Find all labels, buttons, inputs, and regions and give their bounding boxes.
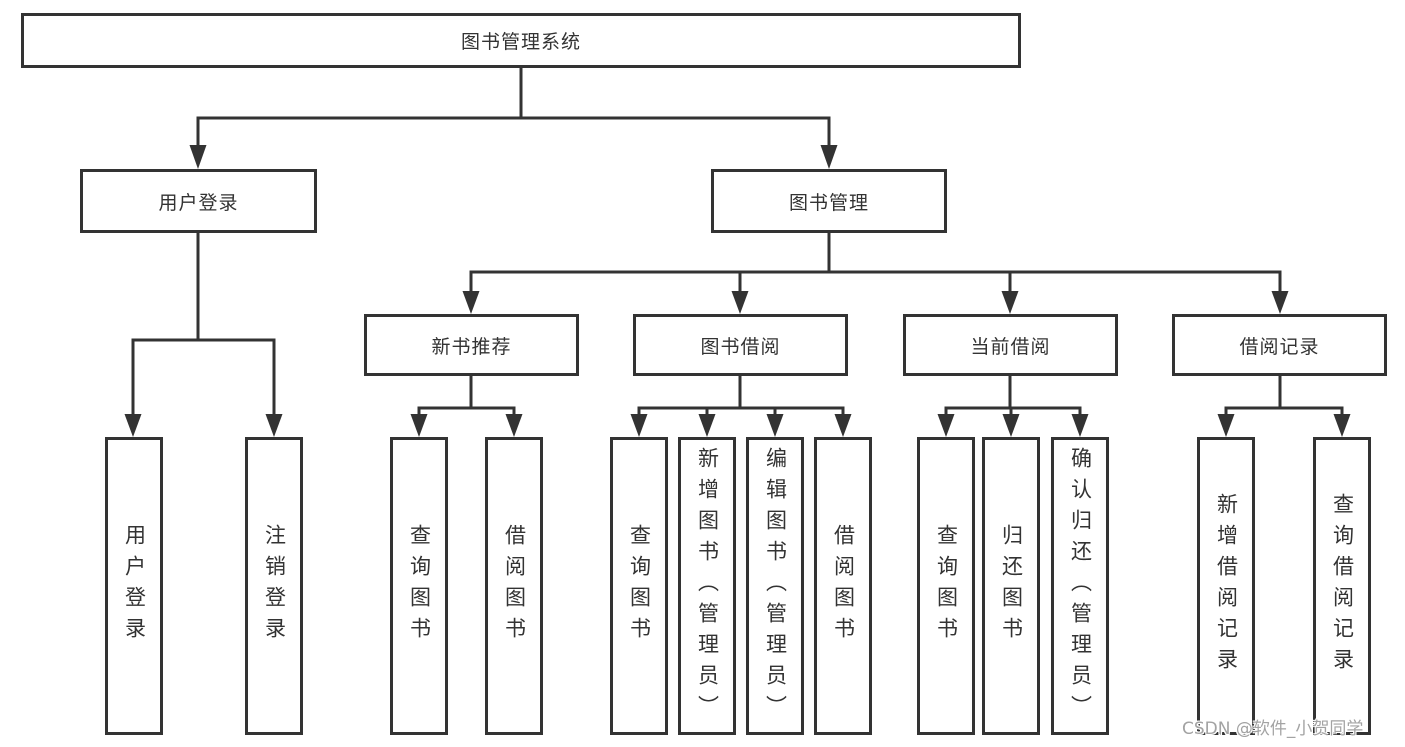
leaf-edit-book-admin: 编辑图书（管理员） (746, 437, 804, 735)
leaf-query-book-current: 查询图书 (917, 437, 975, 735)
connector-user-login-children (124, 233, 283, 437)
connector-book-borrow-children (630, 376, 852, 437)
leaf-borrow-book-recommend: 借阅图书 (485, 437, 543, 735)
connector-book-management-children (462, 233, 1289, 314)
leaf-return-book: 归还图书 (982, 437, 1040, 735)
node-book-management: 图书管理 (711, 169, 947, 233)
leaf-add-borrow-record: 新增借阅记录 (1197, 437, 1255, 735)
node-current-borrow: 当前借阅 (903, 314, 1118, 376)
csdn-watermark: CSDN @软件_小贺同学 (1182, 719, 1364, 739)
connector-root-to-level2 (189, 68, 838, 169)
leaf-confirm-return-admin: 确认归还（管理员） (1051, 437, 1109, 735)
leaf-add-book-admin: 新增图书（管理员） (678, 437, 736, 735)
node-user-login: 用户登录 (80, 169, 317, 233)
connector-borrow-record-children (1217, 376, 1351, 437)
leaf-logout: 注销登录 (245, 437, 303, 735)
connector-new-book-recommend-children (410, 376, 523, 437)
leaf-borrow-book: 借阅图书 (814, 437, 872, 735)
connector-current-borrow-children (937, 376, 1089, 437)
node-borrow-record: 借阅记录 (1172, 314, 1387, 376)
node-root: 图书管理系统 (21, 13, 1021, 68)
leaf-user-login: 用户登录 (105, 437, 163, 735)
leaf-query-book-borrow: 查询图书 (610, 437, 668, 735)
node-book-borrow: 图书借阅 (633, 314, 848, 376)
node-new-book-recommend: 新书推荐 (364, 314, 579, 376)
leaf-query-book-recommend: 查询图书 (390, 437, 448, 735)
leaf-query-borrow-record: 查询借阅记录 (1313, 437, 1371, 735)
